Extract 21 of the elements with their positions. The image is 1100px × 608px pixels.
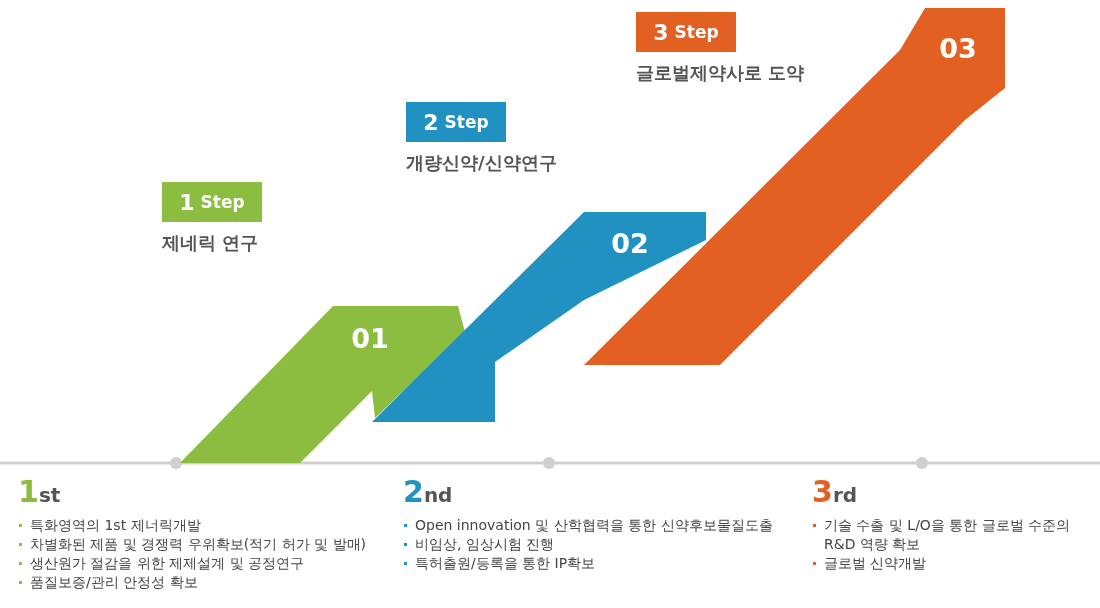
step-title: 글로벌제약사로 도약 [636,61,805,85]
section-heading: 1st [18,474,61,509]
bullet-text: 차별화된 제품 및 경쟁력 우위확보(적기 허가 및 발매) [18,535,398,554]
bullet-text: 특허출원/등록을 통한 IP확보 [403,554,803,573]
step-badge: 3 Step [636,12,736,52]
bullet-text: 특화영역의 1st 제너릭개발 [18,516,398,535]
bullet-text: 글로벌 신약개발 [812,554,1092,573]
step-number: 03 [939,32,977,64]
section-heading: 2nd [403,474,453,509]
step-badge: 1 Step [162,182,262,222]
bullet-text: 품질보증/관리 안정성 확보 [18,573,398,592]
step-title: 개량신약/신약연구 [406,151,557,175]
section-heading: 3rd [812,474,858,509]
step-number: 02 [611,227,649,259]
bullet-text: Open innovation 및 산학협력을 통한 신약후보물질도출 [403,516,803,535]
bullet-text: 비임상, 임상시험 진행 [403,535,803,554]
bullet-text: 기술 수출 및 L/O을 통한 글로벌 수준의 R&D 역량 확보 [812,516,1092,554]
step-badge: 2 Step [406,102,506,142]
step-title: 제네릭 연구 [162,231,260,255]
step-number: 01 [351,322,389,354]
bullet-text: 생산원가 절감을 위한 제제설계 및 공정연구 [18,554,398,573]
